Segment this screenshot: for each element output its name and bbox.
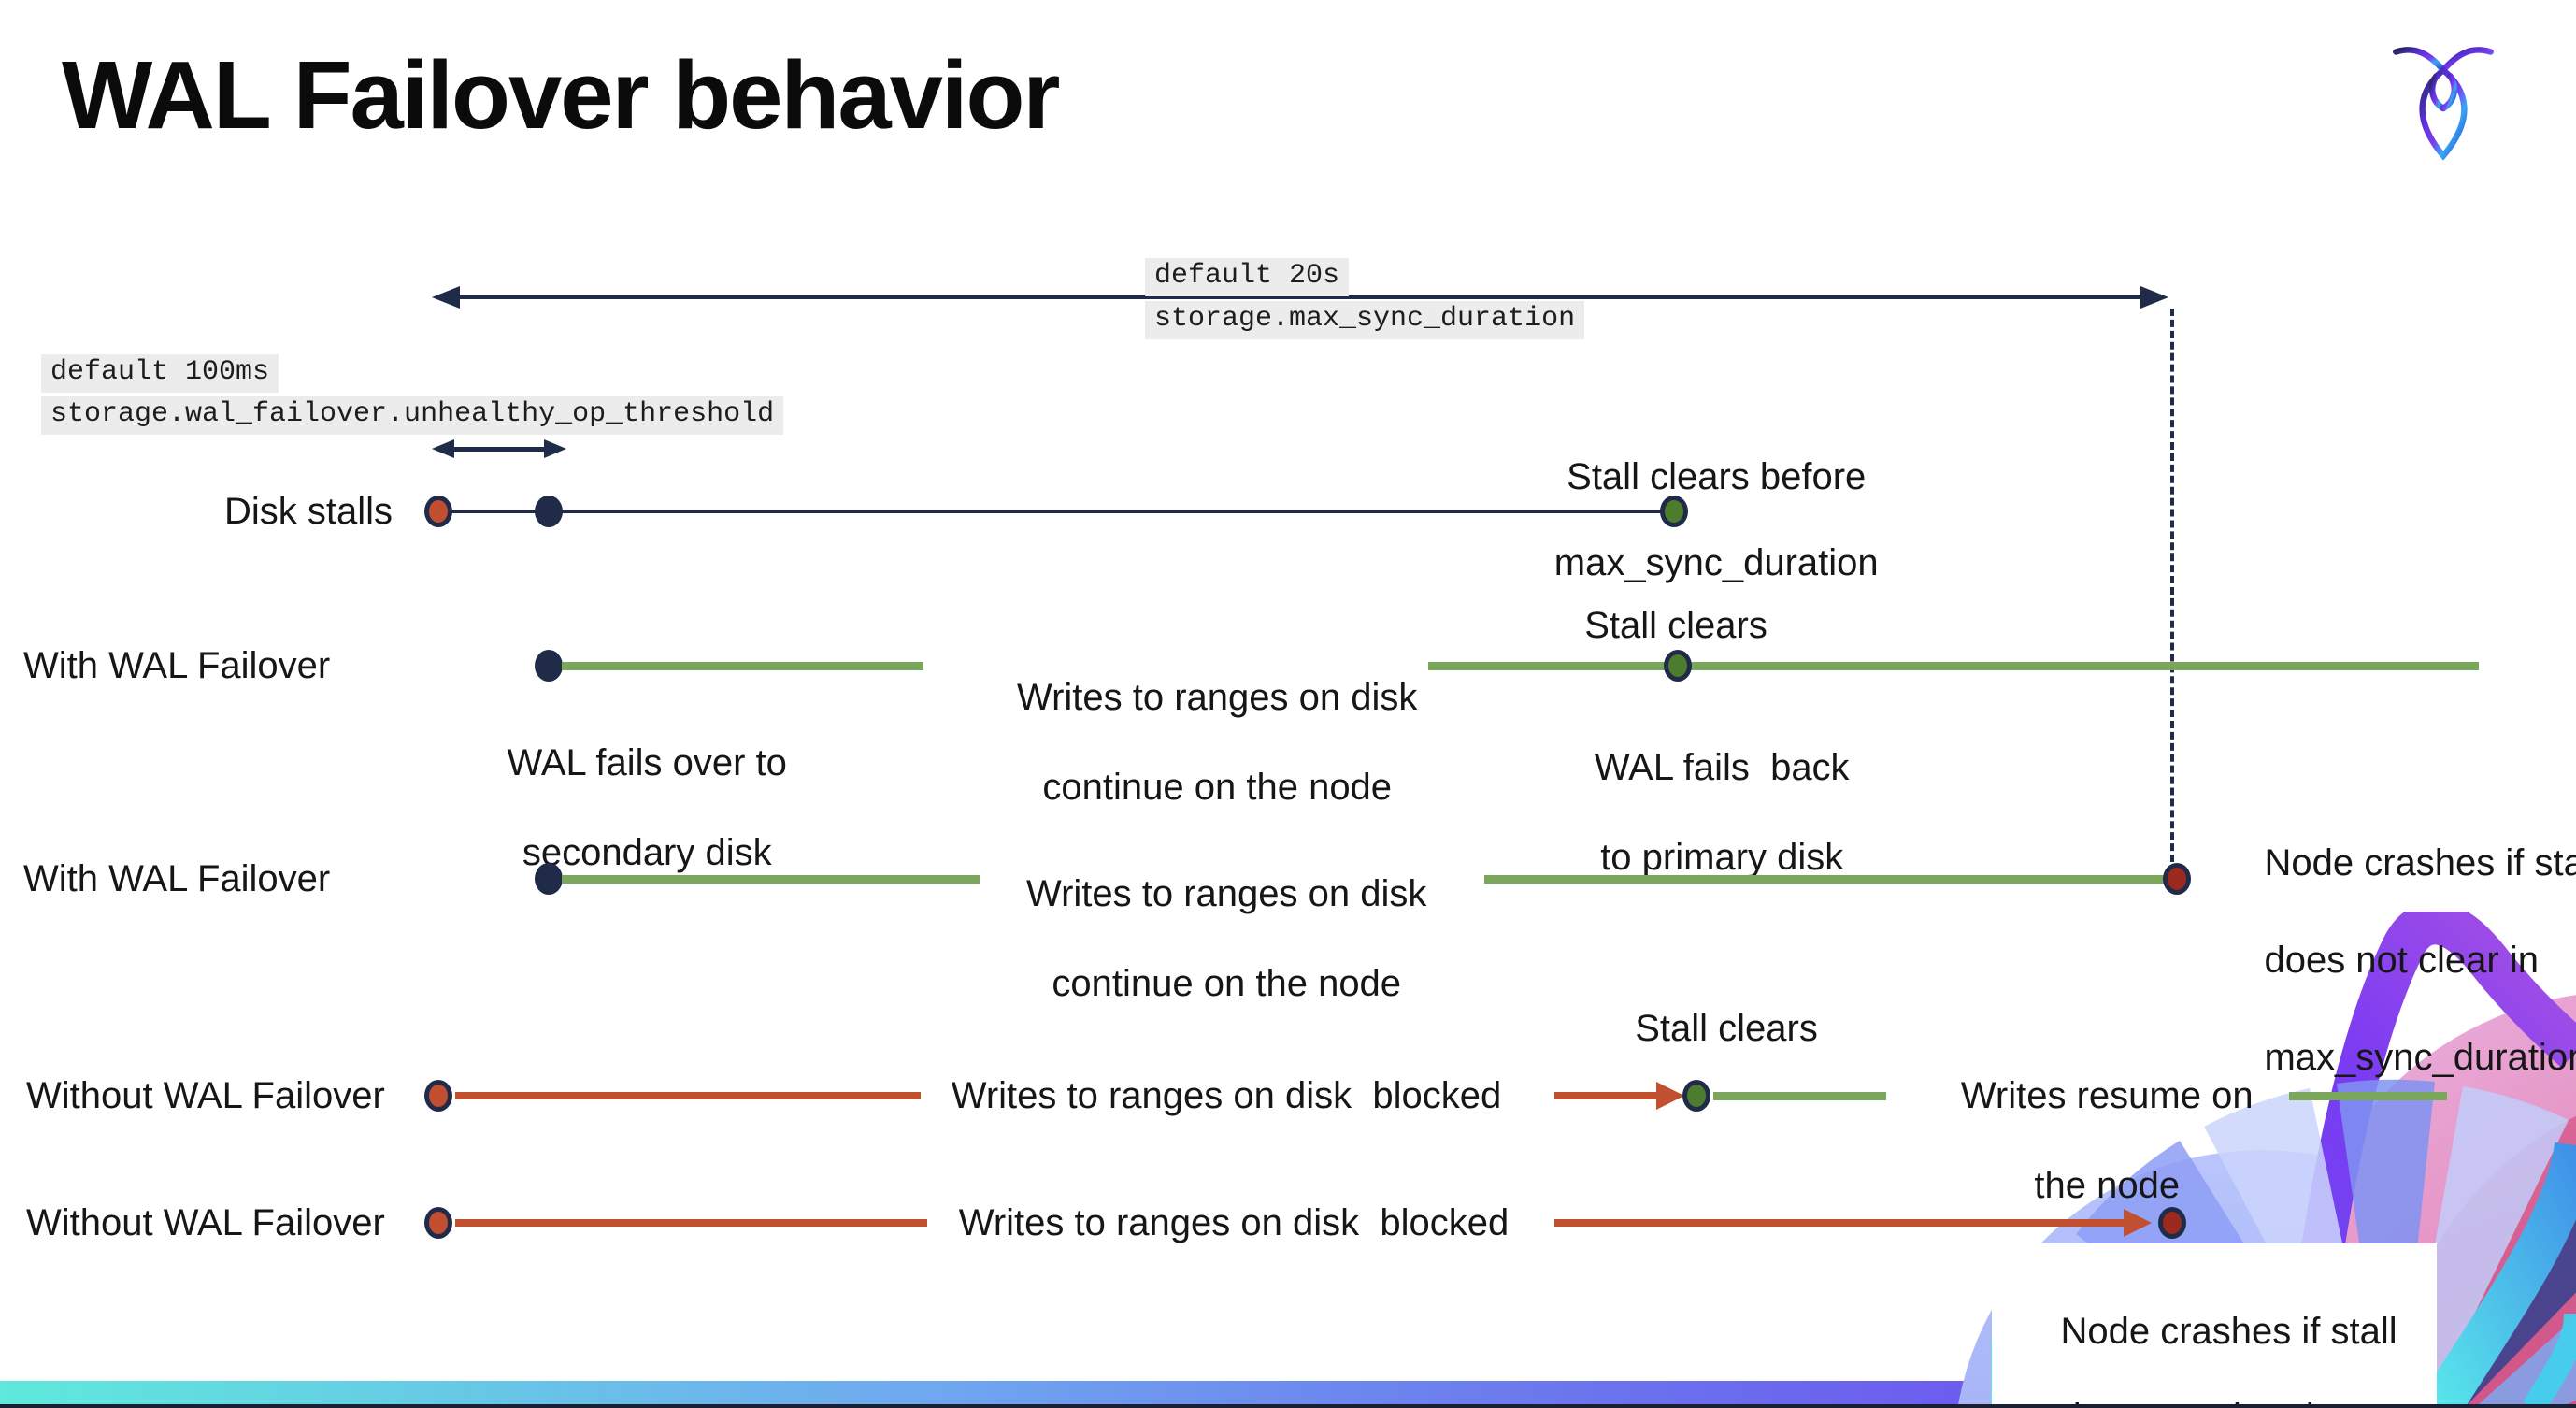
row-label-without-wal-failover-1: Without WAL Failover (26, 1075, 385, 1116)
writes-continue2-line-a (562, 875, 980, 884)
stall-clears-before-line2: max_sync_duration (1553, 542, 1879, 583)
row-label-disk-stalls: Disk stalls (224, 491, 394, 532)
threshold-arrow-line (449, 447, 548, 452)
writes-resume-line-a (1713, 1092, 1886, 1100)
node-crash-info-box (1992, 1243, 2437, 1405)
writes-resume-line2: the node (2034, 1165, 2181, 1206)
node-crash-text1-line1: Node crashes if stall (2264, 842, 2576, 884)
node-crash-text1-line3: max_sync_duration (2264, 1037, 2576, 1078)
writes-continue-line2: continue on the node (1042, 767, 1393, 808)
node-crash-text1-line2: does not clear in (2264, 940, 2539, 981)
threshold-default-label: default 100ms (41, 354, 279, 393)
disk-stalls-timeline (438, 510, 1674, 513)
wal-fails-back-line2: to primary disk (1600, 837, 1844, 878)
disk-stall-dot-row5 (424, 1207, 452, 1239)
writes-blocked-line-a (455, 1092, 921, 1099)
row-label-with-wal-failover-1: With WAL Failover (23, 645, 331, 686)
writes-resume-line1: Writes resume on (1960, 1075, 2254, 1116)
bottom-edge-line (0, 1404, 2576, 1408)
writes-blocked-label-1: Writes to ranges on disk blocked (951, 1075, 1502, 1116)
node-crash-dot-2 (2158, 1207, 2186, 1239)
writes-continue-line1: Writes to ranges on disk (1017, 677, 1418, 718)
writes-continue2-line-b (1484, 875, 2165, 884)
writes-blocked-line-b (1554, 1092, 1656, 1099)
disk-stall-dot-row4 (424, 1080, 452, 1112)
red-arrow-head-icon-2 (2124, 1209, 2152, 1237)
failover-dot-2 (535, 863, 563, 895)
writes-blocked-label-2: Writes to ranges on disk blocked (958, 1202, 1510, 1243)
red-arrow-head-icon-1 (1656, 1082, 1684, 1110)
writes-continue2-line2: continue on the node (1052, 963, 1402, 1004)
stall-clear-dot-3 (1682, 1080, 1710, 1112)
max-sync-duration-arrow-line (456, 295, 2144, 299)
wal-fails-over-line1: WAL fails over to (507, 742, 787, 783)
stall-clear-dot-2 (1664, 650, 1692, 682)
arrow-right-head-icon (2140, 286, 2168, 309)
stall-clears-before-line1: Stall clears before (1567, 456, 1867, 497)
writes-continue-line-a (562, 662, 923, 670)
max-sync-deadline-dashed-line (2170, 309, 2174, 862)
row-label-without-wal-failover-2: Without WAL Failover (26, 1202, 385, 1243)
cockroachdb-logo-icon (2393, 47, 2494, 161)
writes-continue-line-b (1428, 662, 2479, 670)
stall-clear-dot (1660, 496, 1688, 527)
node-crash-dot-1 (2163, 863, 2191, 895)
row-label-with-wal-failover-2: With WAL Failover (23, 858, 331, 899)
wal-fails-back-line1: WAL fails back (1594, 747, 1850, 788)
stall-clears-label-2: Stall clears (1635, 1008, 1818, 1049)
wal-fails-over-line2: secondary disk (522, 832, 772, 873)
failover-dot (535, 650, 563, 682)
failover-trigger-dot (535, 496, 563, 527)
stall-clears-label-1: Stall clears (1584, 605, 1767, 646)
writes-continue2-line1: Writes to ranges on disk (1026, 873, 1427, 914)
threshold-arrow-right-head-icon (544, 439, 566, 458)
max-sync-setting-label: storage.max_sync_duration (1145, 301, 1585, 339)
node-crash-text2-line1: Node crashes if stall (2060, 1311, 2397, 1352)
page-title: WAL Failover behavior (62, 41, 1061, 149)
writes-blocked2-line-a (455, 1219, 927, 1227)
writes-blocked2-line-b (1554, 1219, 2124, 1227)
disk-stall-start-dot (424, 496, 452, 527)
max-sync-default-label: default 20s (1145, 258, 1350, 296)
writes-resume-line-b (2289, 1092, 2447, 1100)
threshold-setting-label: storage.wal_failover.unhealthy_op_thresh… (41, 396, 784, 435)
arrow-left-head-icon (432, 286, 460, 309)
threshold-arrow-left-head-icon (432, 439, 454, 458)
